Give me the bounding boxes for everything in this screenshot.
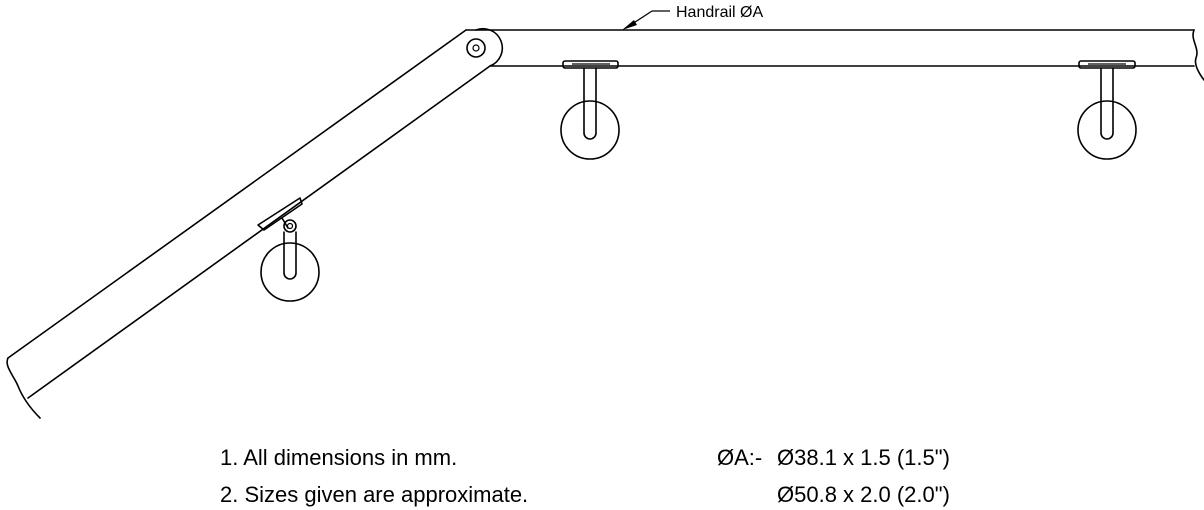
note-dimensions: 1. All dimensions in mm. bbox=[220, 445, 458, 470]
handrail-drawing: Handrail ØA bbox=[6, 4, 1204, 419]
diameter-spec-value: Ø38.1 x 1.5 (1.5") bbox=[777, 445, 950, 470]
incline-bracket bbox=[257, 197, 320, 302]
horizontal-bracket-2 bbox=[1077, 60, 1137, 160]
callout-leader bbox=[622, 10, 670, 30]
note-approximate: 2. Sizes given are approximate. bbox=[220, 482, 529, 507]
diameter-spec-label: ØA:- bbox=[717, 445, 763, 470]
horizontal-handrail bbox=[475, 29, 1204, 81]
elbow-joint bbox=[465, 27, 504, 67]
handrail-callout-label: Handrail ØA bbox=[676, 4, 763, 21]
diameter-spec-value: Ø50.8 x 2.0 (2.0") bbox=[777, 482, 950, 507]
horizontal-bracket-1 bbox=[560, 60, 620, 160]
inclined-handrail bbox=[6, 29, 491, 419]
